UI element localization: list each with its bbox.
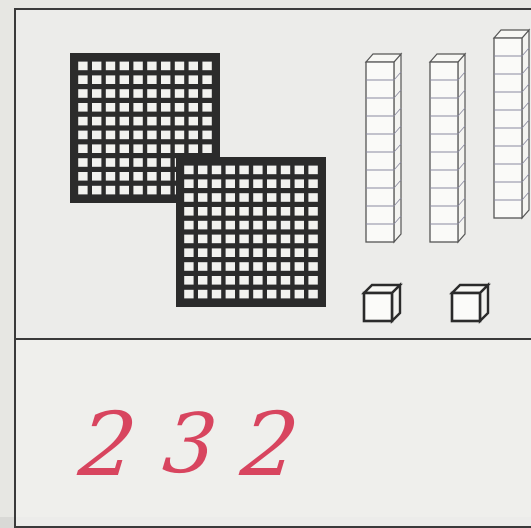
unit-cube-icon xyxy=(364,285,400,321)
ten-rod-icon xyxy=(494,30,529,218)
worksheet-page: 2 3 2 xyxy=(0,0,531,517)
hundreds-blocks xyxy=(70,53,326,307)
answer-digit-ones: 2 xyxy=(238,401,303,489)
hundred-block-icon xyxy=(176,157,326,307)
tens-rods xyxy=(366,30,529,242)
handwritten-answer: 2 3 2 xyxy=(80,385,400,505)
ones-cubes xyxy=(364,285,488,321)
answer-digit-tens: 3 xyxy=(160,404,221,486)
answer-digit-hundreds: 2 xyxy=(75,401,140,489)
unit-cube-icon xyxy=(452,285,488,321)
ten-rod-icon xyxy=(430,54,465,242)
ten-rod-icon xyxy=(366,54,401,242)
